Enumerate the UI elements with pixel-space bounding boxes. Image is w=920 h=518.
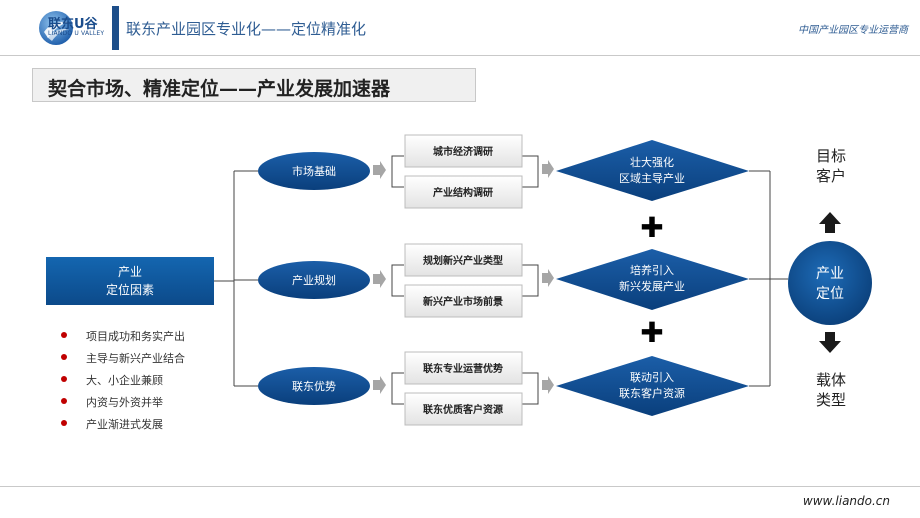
target-customer-line1: 目标	[816, 147, 846, 165]
rect-liando-operation	[404, 351, 523, 385]
logo-subtext: LIANDO U VALLEY	[48, 30, 105, 37]
bullet-text-4: 内资与外资并举	[86, 396, 163, 409]
bullet-icon-2	[61, 354, 67, 360]
diamond-strengthen	[556, 140, 749, 201]
rect-bracket-connectors	[391, 155, 539, 405]
rect-liando-clients	[404, 392, 523, 426]
carrier-type-line2: 类型	[816, 391, 846, 409]
diamond-label-2b: 新兴发展产业	[619, 279, 685, 293]
target-customer-line2: 客户	[816, 167, 846, 185]
ellipse-label-2: 产业规划	[292, 273, 336, 287]
header-title: 联东产业园区专业化——定位精准化	[126, 20, 367, 38]
diamond-label-2a: 培养引入	[630, 263, 674, 277]
arrow-icon-group-2	[542, 160, 554, 394]
logo-text: 联东U谷	[48, 17, 98, 32]
diamond-link-clients	[556, 356, 749, 416]
diamond-label-1a: 壮大强化	[630, 155, 674, 169]
bullet-text-3: 大、小企业兼顾	[86, 374, 163, 387]
diamond-label-1b: 区域主导产业	[619, 171, 685, 185]
arrow-up-icon	[819, 212, 841, 233]
arrow-icon-group-1	[373, 161, 386, 394]
circle-label-2: 定位	[816, 286, 844, 302]
rect-city-economy	[404, 134, 523, 168]
left-box-line2: 定位因素	[106, 282, 154, 297]
bullet-text-1: 项目成功和务实产出	[86, 330, 185, 343]
liando-logo-icon	[39, 11, 73, 45]
rect-label-1a: 城市经济调研	[433, 145, 493, 158]
rect-group-2: 规划新兴产业类型 新兴产业市场前景	[404, 243, 523, 318]
plus-icon-2: ✚	[640, 316, 663, 349]
footer-url: www.liando.cn	[802, 494, 890, 508]
header-bar	[0, 0, 920, 56]
slide-title-box	[32, 68, 476, 102]
diamond-cultivate	[556, 249, 749, 310]
ellipse-industry-planning	[258, 261, 370, 299]
header-separator	[112, 6, 119, 50]
carrier-type-line1: 载体	[816, 371, 846, 389]
right-bracket-connector	[749, 170, 788, 387]
left-box-line1: 产业	[118, 265, 142, 279]
bullet-icon-5	[61, 420, 67, 426]
rect-new-industry-prospect	[404, 284, 523, 318]
bullet-text-5: 产业渐进式发展	[86, 418, 163, 431]
ellipse-liando-advantage	[258, 367, 370, 405]
arrow-down-icon	[819, 332, 841, 353]
plus-icon-1: ✚	[640, 211, 663, 244]
header-divider	[0, 55, 920, 56]
rect-label-3b: 联东优质客户资源	[423, 403, 503, 416]
diamond-label-3a: 联动引入	[630, 370, 674, 384]
left-factor-box	[46, 257, 214, 305]
ellipse-label-1: 市场基础	[292, 164, 336, 178]
left-bracket-connector	[214, 170, 258, 387]
circle-label-1: 产业	[816, 266, 844, 282]
ellipse-label-3: 联东优势	[292, 380, 336, 393]
ellipse-market-basis	[258, 152, 370, 190]
rect-label-2a: 规划新兴产业类型	[423, 254, 503, 267]
bullet-text-2: 主导与新兴产业结合	[86, 352, 185, 365]
rect-group-3: 联东专业运营优势 联东优质客户资源	[404, 351, 523, 426]
bullet-icon-1	[61, 332, 67, 338]
footer-divider	[0, 486, 920, 487]
diamond-label-3b: 联东客户资源	[619, 386, 685, 400]
rect-group-1: 城市经济调研 产业结构调研	[404, 134, 523, 209]
rect-label-2b: 新兴产业市场前景	[423, 295, 503, 308]
header-tagline: 中国产业园区专业运营商	[798, 25, 908, 36]
rect-label-3a: 联东专业运营优势	[423, 362, 503, 375]
rect-industry-structure	[404, 175, 523, 209]
rect-new-industry-type	[404, 243, 523, 277]
rect-label-1b: 产业结构调研	[433, 186, 493, 199]
slide-title: 契合市场、精准定位——产业发展加速器	[48, 78, 391, 100]
positioning-circle	[788, 241, 872, 325]
bullet-icon-3	[61, 376, 67, 382]
bullet-icon-4	[61, 398, 67, 404]
